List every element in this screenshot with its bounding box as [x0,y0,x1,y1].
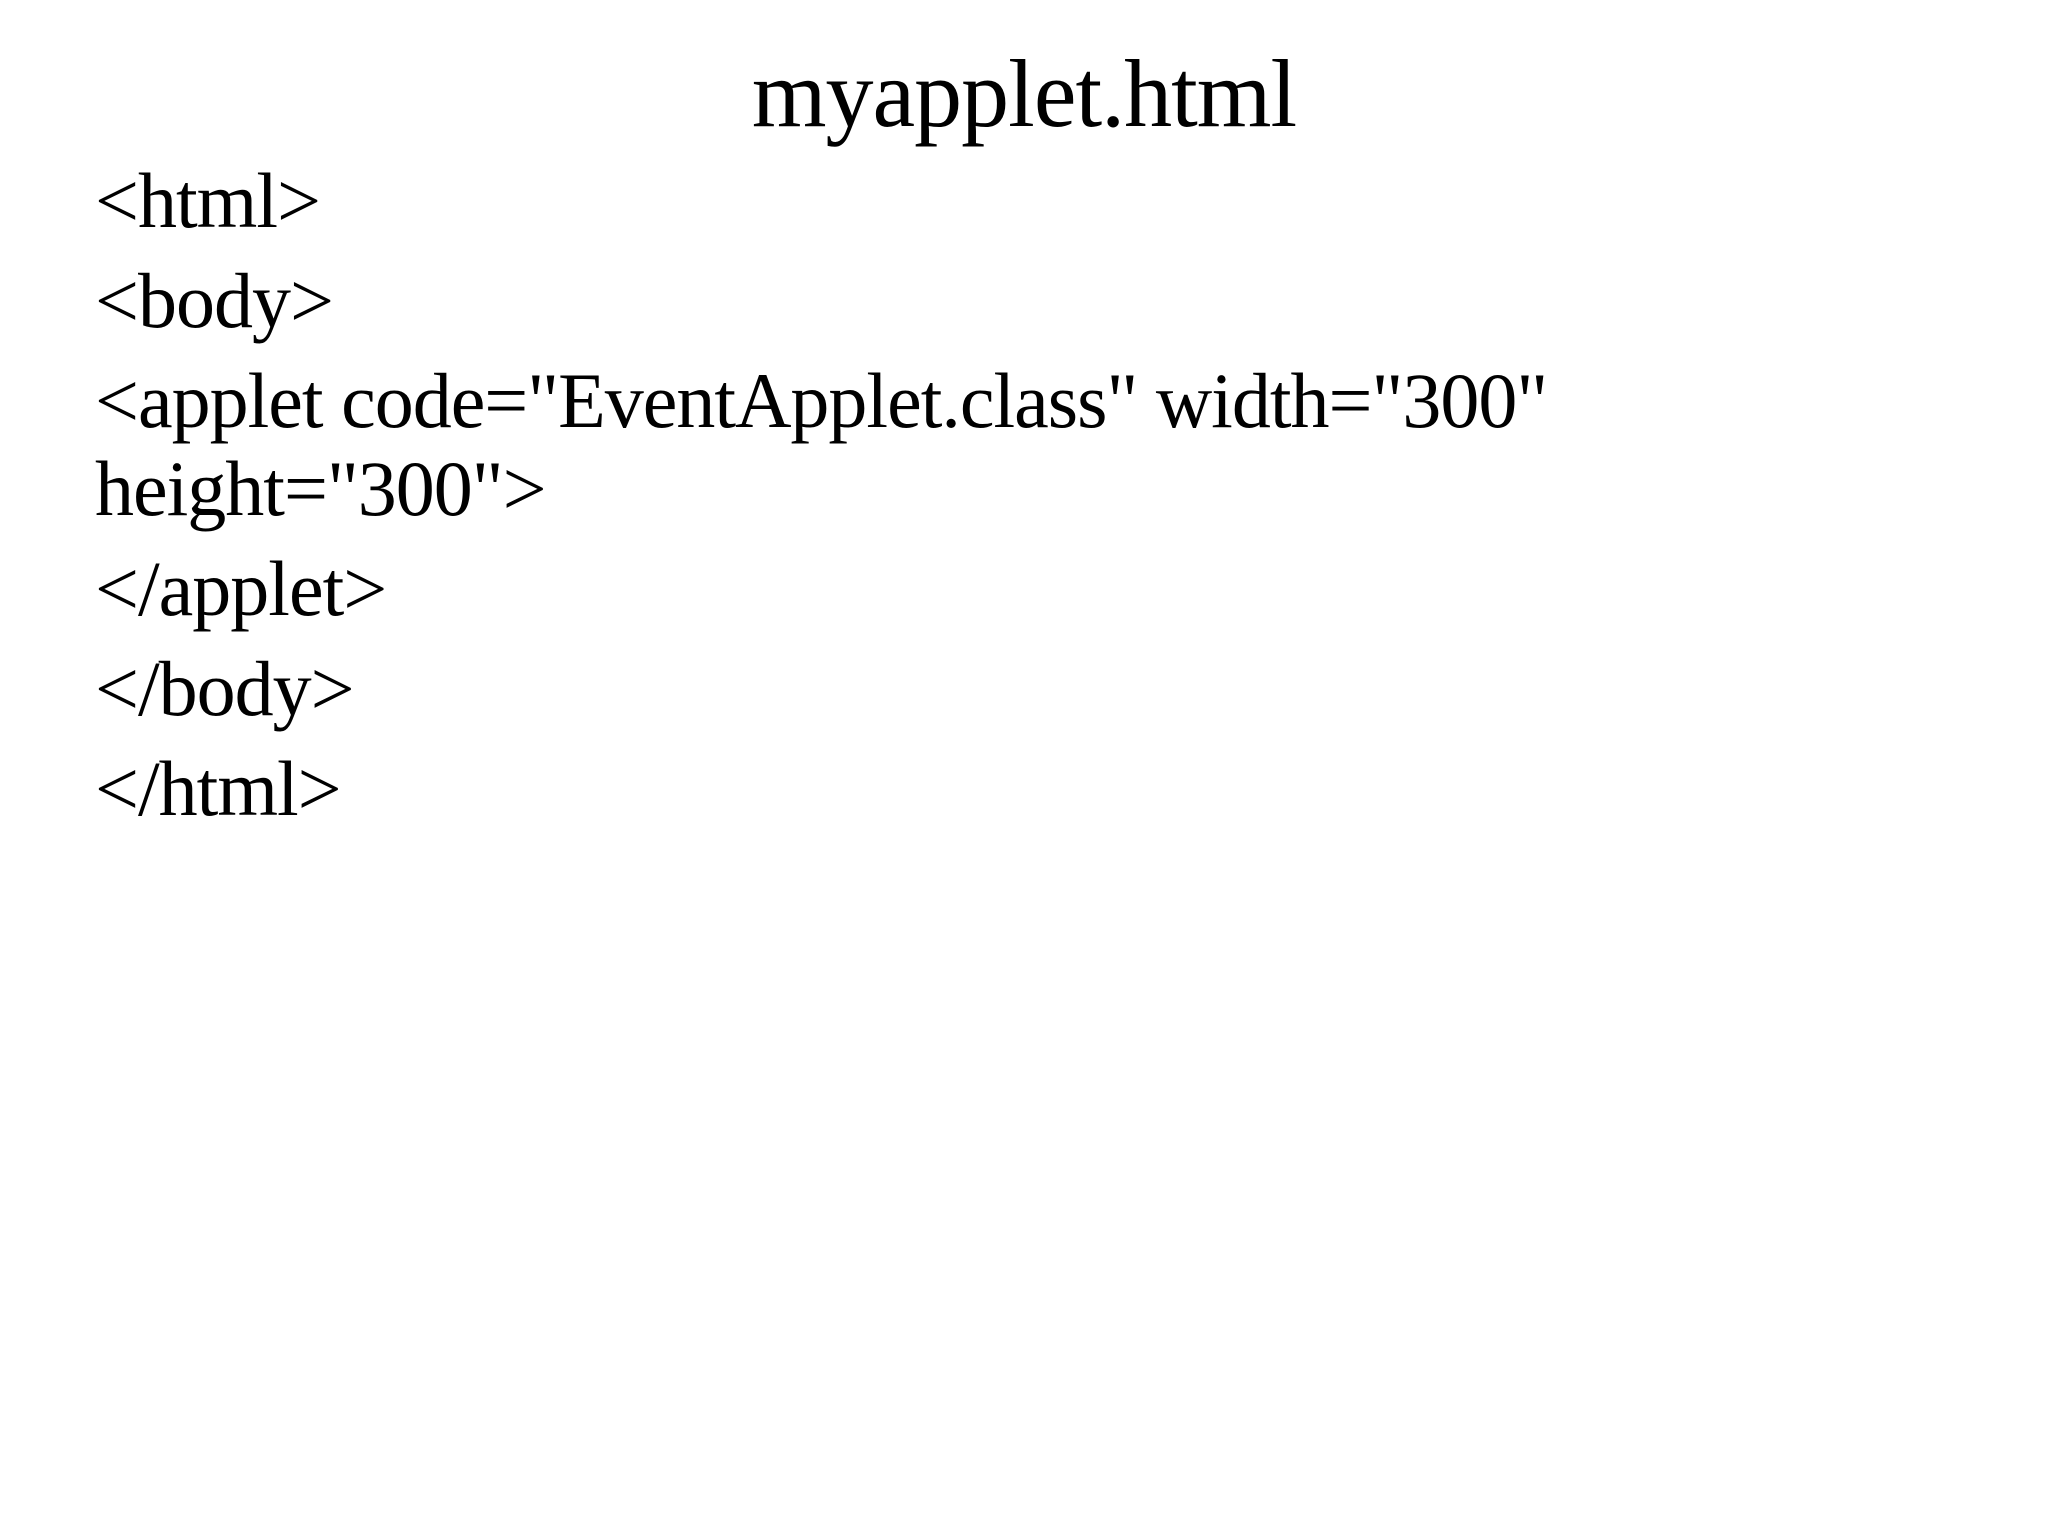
code-line-html-close: </html> [95,745,342,832]
code-line-applet-open: <applet code="EventApplet.class" width="… [95,357,1548,444]
code-line-body-close: </body> [95,645,355,732]
code-line-body-open: <body> [95,257,334,344]
code-block: <html> <body> <applet code="EventApplet.… [95,162,2008,850]
code-line-applet-close: </applet> [95,545,387,632]
code-line-html-open: <html> [95,157,321,244]
code-line-applet-open-continuation: height="300"> [95,445,547,532]
slide-title: myapplet.html [751,40,1297,147]
